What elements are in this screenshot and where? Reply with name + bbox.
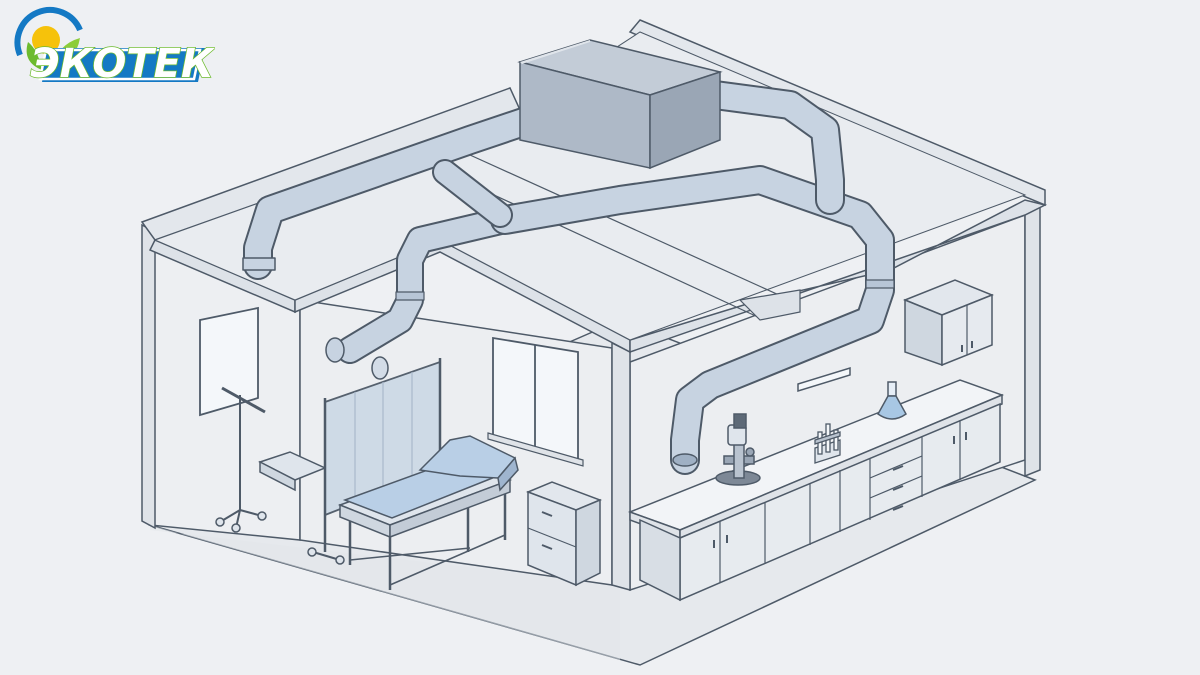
exam-table-icon (337, 435, 519, 590)
hvac-unit-icon (517, 39, 723, 170)
logo-wordmark: ЭКОТЕК (30, 41, 216, 87)
flask-icon (877, 381, 907, 420)
ductwork (242, 80, 895, 475)
bench-left (258, 451, 327, 492)
wall-cabinet (902, 279, 995, 367)
divider-wall (611, 341, 631, 591)
window-left-back (199, 306, 259, 417)
iv-stand-icon (215, 386, 267, 533)
test-tube-rack-icon (814, 423, 841, 464)
floor-left-room (150, 525, 620, 660)
duct-outlet-right (672, 453, 698, 467)
ceiling-beam-2 (469, 154, 791, 301)
right-wall-edge (1024, 202, 1041, 478)
duct-collar-right (865, 279, 895, 289)
microscope-icon (715, 413, 761, 486)
wall-light (797, 366, 851, 393)
window-left-side (487, 336, 584, 467)
ceiling-beam-block (738, 289, 801, 321)
lab-counter (627, 379, 1005, 602)
drawer-cabinet-left (525, 481, 603, 587)
duct-diffuser-left (325, 337, 345, 363)
duct-collar (395, 291, 425, 301)
duct-terminal-left (242, 257, 276, 271)
left-wall-edge (141, 223, 156, 530)
logo-icon: ЭКОТЕК (14, 7, 217, 88)
